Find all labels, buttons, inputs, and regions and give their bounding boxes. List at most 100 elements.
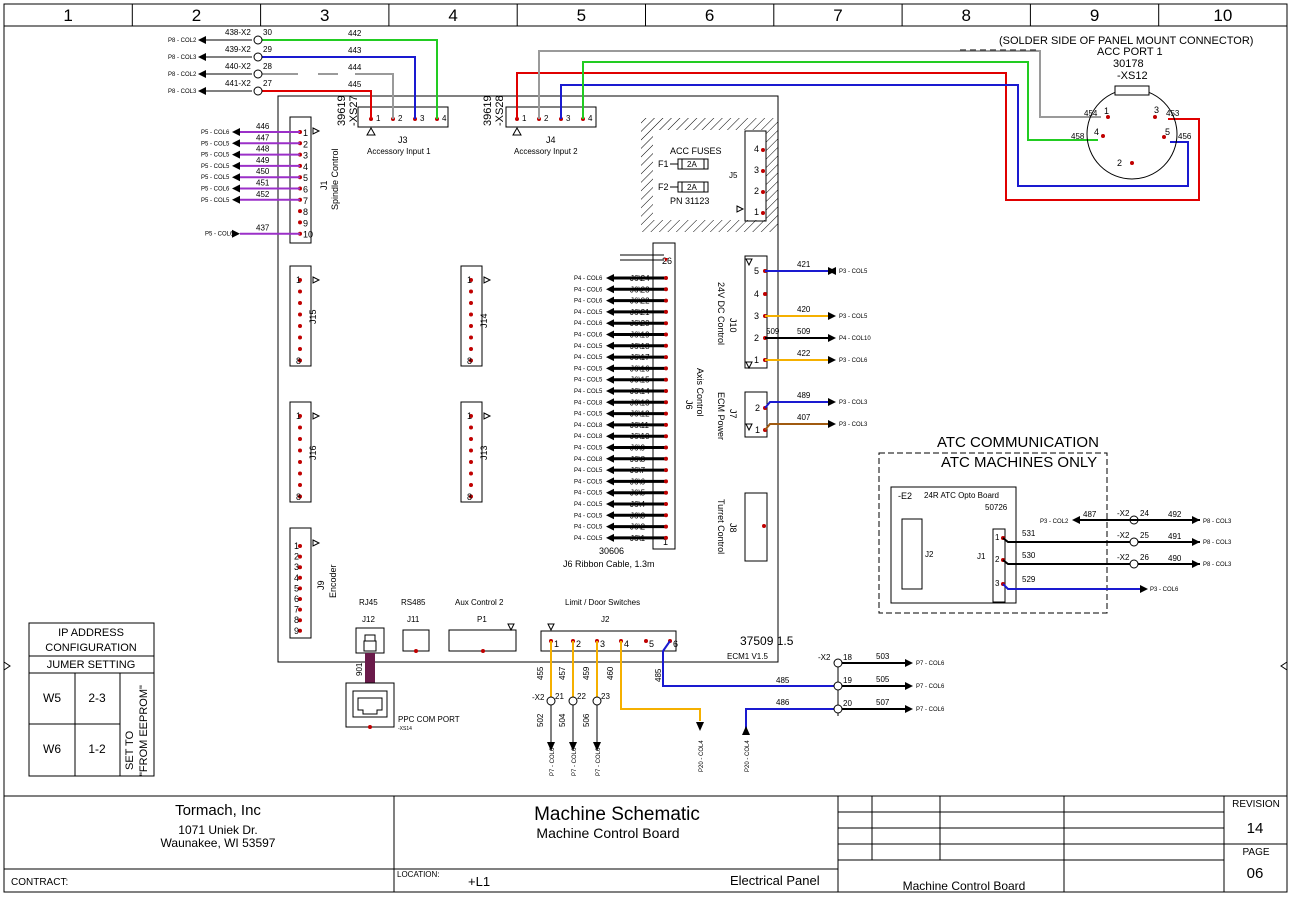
- wire-number: 452: [256, 190, 270, 199]
- column-number: 5: [577, 6, 586, 25]
- j10-pin-dot: [763, 292, 767, 296]
- j13-pin-dot: [469, 425, 473, 430]
- arrow-down-icon: [696, 722, 704, 731]
- wire-number: 451: [256, 179, 270, 188]
- terminal-source: 441-X2: [225, 79, 251, 88]
- arrow-left-icon: [198, 70, 206, 78]
- j5-pin-dot: [761, 148, 765, 152]
- acc-port-key: [1114, 85, 1150, 96]
- atc-title2: ATC MACHINES ONLY: [941, 454, 1097, 471]
- j6-row-label: J6\14: [630, 387, 650, 396]
- j1-name: Spindle Control: [330, 148, 340, 210]
- j10-pin-number: 3: [754, 311, 759, 321]
- j9-pin-number: 7: [294, 605, 299, 615]
- terminal-ref: -X2: [1117, 531, 1130, 540]
- wire-485: [662, 640, 838, 687]
- wire-number: 502: [536, 713, 545, 727]
- wire-destination: P3 - COL5: [839, 269, 868, 275]
- j2-box: [540, 630, 677, 652]
- j3-conn-ref: -XS27: [348, 95, 360, 126]
- j14-pin-dot: [469, 278, 473, 282]
- column-number: 10: [1213, 6, 1232, 25]
- arrow-left-icon: [606, 274, 614, 282]
- j16-ref: J16: [308, 445, 318, 460]
- j9-pin-dot: [298, 565, 302, 570]
- j1-pin-dot: [298, 220, 302, 225]
- wire-destination: P8 - COL3: [168, 55, 197, 61]
- wire-number: 459: [582, 666, 591, 680]
- right-edge-marker: [1280, 661, 1288, 671]
- wire-destination: P4 - COL8: [574, 434, 603, 440]
- j6-pin-dot: [664, 445, 668, 450]
- acc-port-circle: [1086, 88, 1178, 180]
- wire-destination: P4 - COL5: [574, 355, 603, 361]
- j15-pin-dot: [298, 301, 302, 305]
- j2-pin-number: 4: [624, 639, 629, 649]
- atc-opto-board: [890, 486, 1017, 604]
- j6-cable-name: J6 Ribbon Cable, 1.3m: [563, 559, 655, 569]
- wire-number: 446: [256, 122, 270, 131]
- j6-row-label: J6\6: [630, 477, 646, 486]
- j13-pin-last: 8: [467, 492, 472, 502]
- terminal-number: 25: [1140, 531, 1149, 540]
- terminal-ref: -X2: [532, 693, 545, 702]
- j15-ref: J15: [308, 309, 318, 324]
- terminal-icon: [253, 35, 263, 45]
- fuse-title: ACC FUSES: [670, 146, 722, 156]
- j16-pin-dot: [298, 460, 302, 464]
- j4-pin1-marker: [512, 126, 522, 136]
- j13-pin-dot: [469, 483, 473, 487]
- arrow-left-icon: [232, 184, 240, 193]
- j9-pin-number: 2: [294, 552, 299, 562]
- arrow-left-icon: [606, 454, 614, 463]
- j7-pins: 21: [745, 403, 767, 435]
- arrow-right-icon: [905, 682, 913, 690]
- j9-pin-number: 8: [294, 615, 299, 625]
- rs485-label: RS485: [401, 598, 426, 607]
- atc-j1-box: [992, 528, 1006, 603]
- wire-number: 529: [1022, 575, 1036, 584]
- j1-pin-number: 10: [303, 230, 313, 240]
- j6-pin-dot: [664, 456, 668, 461]
- atc-j1-pin-number: 1: [995, 533, 1000, 542]
- j6-name: Axis Control: [695, 368, 705, 417]
- arrow-left-icon: [606, 432, 614, 441]
- wire-number: 455: [536, 666, 545, 680]
- j15-pin-first: 1: [296, 275, 301, 285]
- j5-pin-number: 4: [754, 144, 759, 154]
- wire-destination: P3 - COL6: [839, 358, 868, 364]
- j2-pin-number: 2: [576, 639, 581, 649]
- terminal-number: 30: [263, 28, 272, 37]
- wire-destination: P7 - COL6: [916, 707, 945, 713]
- j6-pin-bottom: 1: [663, 537, 668, 547]
- arrow-right-icon: [905, 705, 913, 713]
- wire-destination: P4 - COL6: [574, 276, 603, 282]
- wire-number: 449: [256, 156, 270, 165]
- j6-connector: 26 1 J6 Axis Control 30606 J6 Ribbon Cab…: [563, 242, 705, 569]
- arrow-right-icon: [828, 312, 836, 320]
- j2-label: J2: [601, 615, 610, 624]
- wire-destination: P5 - COL5: [201, 153, 230, 159]
- rj45-label: RJ45: [359, 598, 378, 607]
- wire-destination: P4 - COL5: [574, 479, 603, 485]
- terminal-number: 18: [843, 653, 852, 662]
- j6-ref: J6: [684, 400, 694, 410]
- terminal-number: 28: [263, 62, 272, 71]
- ip-jumper: W5: [43, 691, 61, 705]
- wire-number: 460: [606, 666, 615, 680]
- terminal-icon: [592, 696, 602, 706]
- j2-pin-dot: [644, 639, 648, 643]
- wire-destination: P3 - COL2: [1040, 519, 1069, 525]
- j14-pin-dot: [469, 335, 473, 340]
- acc-port-ref: -XS12: [1117, 70, 1148, 82]
- ip-title2: CONFIGURATION: [45, 642, 137, 654]
